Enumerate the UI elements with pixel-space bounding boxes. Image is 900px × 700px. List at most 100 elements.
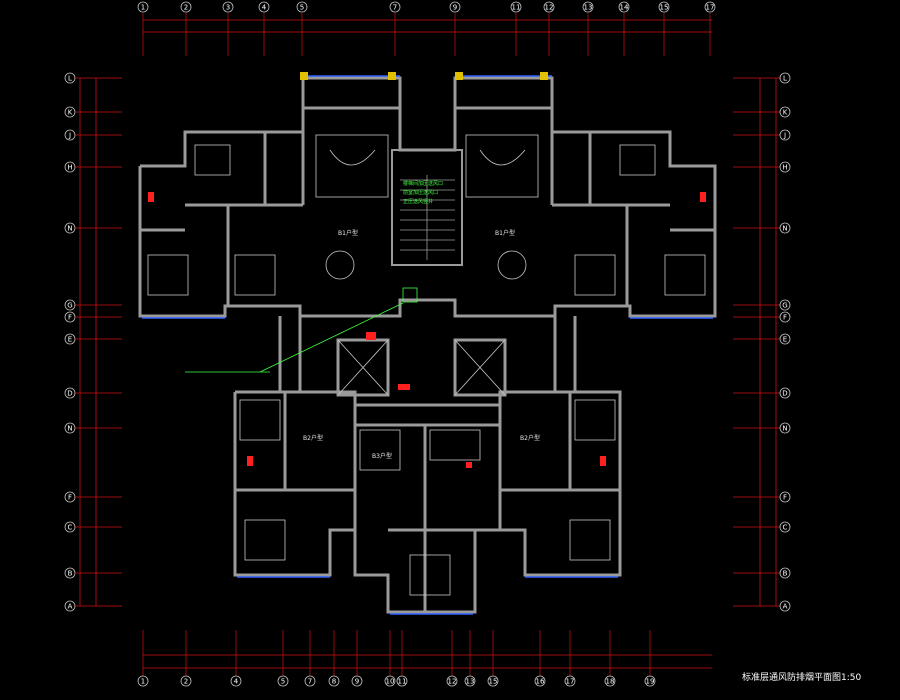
top-dimension-chain [143,19,712,33]
right-axis-H-bubble [779,161,791,173]
building-walls [138,76,717,614]
right-axis-J-label: J [783,132,786,140]
top-axis-7-bubble [389,1,401,13]
right-axis-C-label: C [783,524,788,532]
left-axis-D-bubble [64,387,76,399]
bottom-axis-4-bubble [230,675,242,687]
top-axis-17-bubble [704,1,716,13]
right-axis-N-label: N [782,225,787,233]
windows [142,75,713,615]
unit-label-b2-left: B2户型 [303,434,323,442]
bottom-axis-5-bubble [277,675,289,687]
furniture [147,134,706,596]
left-dimension-chain [79,78,97,606]
bottom-axis-13-label: 13 [466,678,475,686]
bottom-axis-5-label: 5 [281,678,285,686]
bottom-axis-16-label: 16 [536,678,545,686]
top-axis-15-label: 15 [660,4,669,12]
right-axis-B-label: B [783,570,788,578]
bottom-axis-15-bubble [487,675,499,687]
top-axis-11-label: 11 [512,4,521,12]
left-axis-A-label: A [68,603,73,611]
top-axis-1-bubble [137,1,149,13]
left-axis-H-label: H [67,164,72,172]
left-axis-B-label: B [68,570,73,578]
left-axis-E-label: E [68,336,72,344]
bottom-axis-9-label: 9 [355,678,359,686]
bottom-axis-1-bubble [137,675,149,687]
left-axis-B-bubble [64,567,76,579]
right-axis-K-bubble [779,106,791,118]
right-axis-N-bubble [779,222,791,234]
left-axis-N-label: N [67,425,72,433]
bottom-axis-2-bubble [180,675,192,687]
bottom-axis-8-label: 8 [332,678,336,686]
unit-label-b3: B3户型 [372,452,392,460]
bottom-axis-13-bubble [464,675,476,687]
top-axis-14-bubble [618,1,630,13]
bottom-axis-10-bubble [384,675,396,687]
top-axis-5-bubble [296,1,308,13]
right-axis-H-label: H [782,164,787,172]
top-axis-1-label: 1 [141,4,145,12]
bottom-dimension-chain [143,654,712,669]
balcony-posts [300,72,548,80]
left-axis-F-bubble [64,491,76,503]
top-axis-3-bubble [222,1,234,13]
left-axis-K-bubble [64,106,76,118]
top-axis-2-bubble [180,1,192,13]
right-dimension-chain [759,78,777,606]
left-axis-C-bubble [64,521,76,533]
right-axis-C-bubble [779,521,791,533]
left-axis-N-bubble [64,422,76,434]
left-axis-C-label: C [68,524,73,532]
unit-label-b1-right: B1户型 [495,229,515,237]
right-axis-F-label: F [783,494,787,502]
bottom-axis-12-label: 12 [448,678,457,686]
right-axis-A-bubble [779,600,791,612]
top-axis-11-bubble [510,1,522,13]
left-axis-H-bubble [64,161,76,173]
top-axis-7-label: 7 [393,4,397,12]
bottom-axis-17-label: 17 [566,678,575,686]
unit-label-b1-left: B1户型 [338,229,358,237]
left-axis-K-label: K [68,109,73,117]
bottom-axis-8-bubble [328,675,340,687]
right-axis-D-bubble [779,387,791,399]
bottom-axis-12-bubble [446,675,458,687]
top-axis-14-label: 14 [620,4,629,12]
right-axis-J-bubble [779,129,791,141]
bottom-axis-19-bubble [644,675,656,687]
left-axis-L-label: L [68,75,72,83]
left-axis-G-bubble [64,299,76,311]
left-axis-F-bubble [64,311,76,323]
bottom-axis-4-label: 4 [234,678,239,686]
right-axis-N-label: N [782,425,787,433]
drawing-title: 标准层通风防排烟平面图1:50 [742,671,861,683]
left-axis-J-label: J [68,132,71,140]
note-line3: 正压送风竖井 [403,198,433,205]
top-axis-4-label: 4 [262,4,267,12]
bottom-axis-17-bubble [564,675,576,687]
bottom-axis-1-label: 1 [141,678,145,686]
smoke-equipment [148,192,706,468]
top-axis-9-label: 9 [453,4,457,12]
bottom-axis-11-bubble [396,675,408,687]
top-axis-12-bubble [543,1,555,13]
bottom-axis-7-label: 7 [308,678,312,686]
top-axis-9-bubble [449,1,461,13]
right-axis-N-bubble [779,422,791,434]
left-axis-F-label: F [68,494,72,502]
right-axis-E-bubble [779,333,791,345]
right-axis-A-label: A [783,603,788,611]
bottom-axis-9-bubble [351,675,363,687]
right-axis-F-bubble [779,491,791,503]
bottom-axis-19-label: 19 [646,678,655,686]
bottom-axis-7-bubble [304,675,316,687]
bottom-axis-10-label: 10 [386,678,395,686]
right-axis-K-label: K [783,109,788,117]
right-axis-D-label: D [782,390,787,398]
